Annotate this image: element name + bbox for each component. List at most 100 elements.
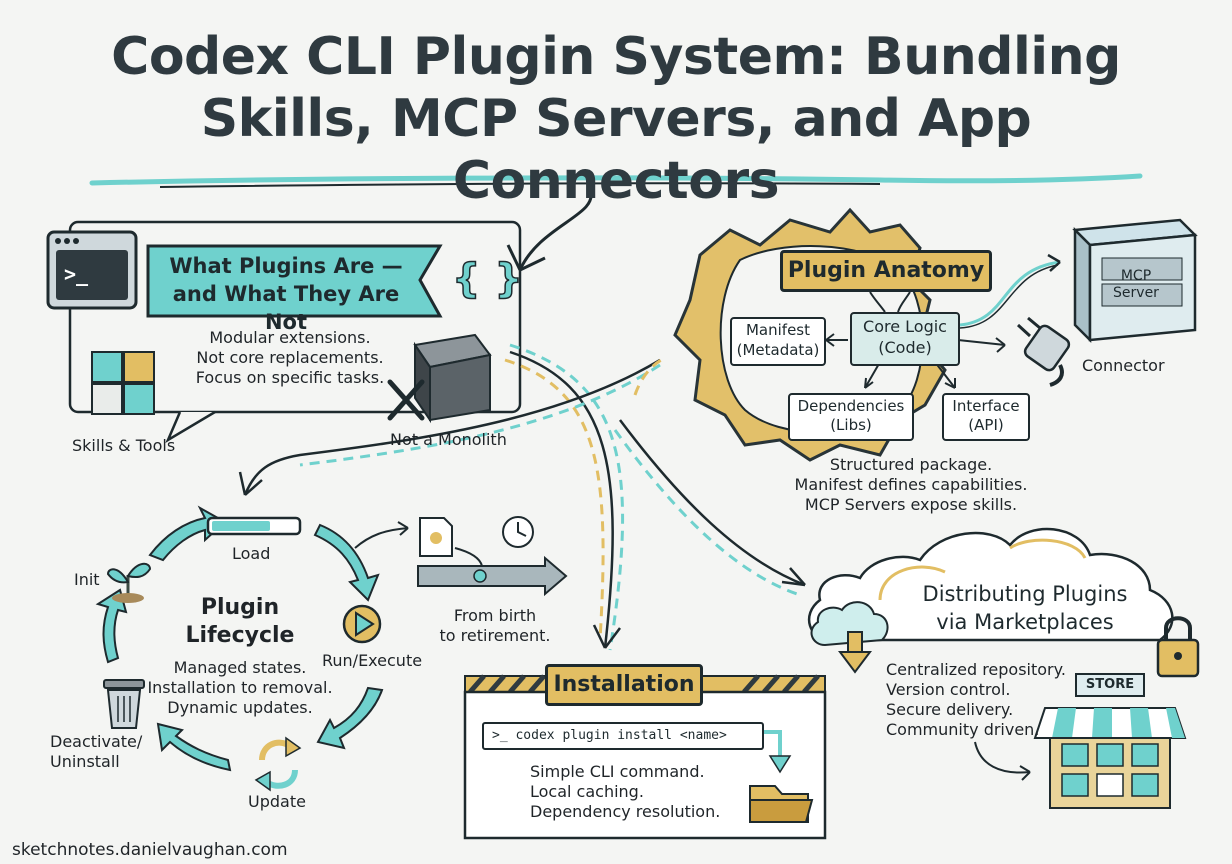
dependencies-line-1: Dependencies bbox=[797, 397, 905, 415]
install-command-field[interactable]: >_ codex plugin install <name> bbox=[482, 722, 764, 750]
core-logic-box: Core Logic (Code) bbox=[850, 312, 960, 366]
dependencies-line-2: (Libs) bbox=[830, 416, 872, 434]
heading-bubble bbox=[146, 244, 443, 318]
manifest-box: Manifest (Metadata) bbox=[730, 317, 826, 366]
title-line-1: Codex CLI Plugin System: Bundling bbox=[111, 27, 1121, 87]
padlock-icon bbox=[1156, 616, 1200, 678]
marketplace-desc-2: Version control. bbox=[886, 680, 1011, 699]
connector-label: Connector bbox=[1082, 356, 1165, 375]
marketplace-heading-line2: via Marketplaces bbox=[936, 610, 1114, 634]
update-icon bbox=[254, 736, 302, 792]
lifecycle-run: Run/Execute bbox=[322, 651, 423, 670]
installation-heading: Installation bbox=[545, 664, 703, 706]
lifecycle-update: Update bbox=[248, 792, 306, 811]
title-underline bbox=[89, 173, 1143, 186]
birth-line-2: to retirement. bbox=[439, 626, 551, 645]
page-title: Codex CLI Plugin System: Bundling Skills… bbox=[30, 26, 1202, 212]
marketplace-description: Centralized repository. Version control.… bbox=[886, 660, 1066, 740]
plug-icon bbox=[1016, 316, 1071, 387]
mcp-link bbox=[959, 260, 1061, 327]
manifest-line-2: (Metadata) bbox=[736, 341, 820, 359]
deactivate-line-1: Deactivate/ bbox=[50, 732, 143, 751]
title-to-center-arrow bbox=[506, 189, 593, 272]
deactivate-line-2: Uninstall bbox=[50, 752, 120, 771]
lifecycle-deactivate: Deactivate/ Uninstall bbox=[50, 732, 142, 772]
mcp-server-icon bbox=[1072, 218, 1198, 344]
lifecycle-desc-2: Installation to removal. bbox=[147, 678, 333, 697]
flow-to-lifecycle bbox=[243, 358, 661, 496]
anatomy-description: Structured package. Manifest defines cap… bbox=[776, 455, 1046, 515]
lifecycle-desc-3: Dynamic updates. bbox=[167, 698, 313, 717]
lifecycle-desc-1: Managed states. bbox=[173, 658, 307, 677]
puzzle-icon bbox=[91, 351, 155, 415]
cloud-icon bbox=[810, 601, 889, 647]
lifecycle-heading: Plugin Lifecycle bbox=[180, 594, 300, 650]
mcp-line-2: Server bbox=[1113, 285, 1159, 301]
anatomy-arrows bbox=[825, 291, 1006, 389]
marketplace-desc-4: Community driven. bbox=[886, 720, 1040, 739]
what-plugins-desc-2: Not core replacements. bbox=[196, 348, 384, 367]
terminal-glyph: >_ bbox=[64, 262, 89, 286]
marketplace-desc-1: Centralized repository. bbox=[886, 660, 1066, 679]
load-bar-icon bbox=[206, 516, 302, 536]
what-plugins-heading-line1: What Plugins Are — bbox=[169, 254, 403, 278]
skills-tools-label: Skills & Tools bbox=[72, 436, 176, 455]
lifecycle-heading-line1: Plugin bbox=[200, 595, 280, 620]
dependencies-box: Dependencies (Libs) bbox=[788, 393, 914, 441]
lifecycle-init: Init bbox=[74, 570, 100, 589]
lifecycle-heading-line2: Lifecycle bbox=[185, 623, 295, 648]
marketplace-desc-3: Secure delivery. bbox=[886, 700, 1014, 719]
installation-desc-1: Simple CLI command. bbox=[530, 762, 705, 781]
flow-path-gold bbox=[504, 358, 605, 641]
marketplace-heading: Distributing Plugins via Marketplaces bbox=[880, 580, 1170, 636]
anatomy-desc-2: Manifest defines capabilities. bbox=[794, 475, 1028, 494]
flow-path-teal bbox=[509, 343, 624, 651]
birth-line-1: From birth bbox=[453, 606, 537, 625]
marketplace-heading-line1: Distributing Plugins bbox=[922, 582, 1128, 606]
terminal-icon bbox=[46, 230, 138, 310]
anatomy-heading: Plugin Anatomy bbox=[780, 250, 992, 292]
what-plugins-panel bbox=[68, 220, 522, 414]
interface-line-2: (API) bbox=[968, 416, 1004, 434]
anatomy-desc-1: Structured package. bbox=[829, 455, 993, 474]
title-underline-dark bbox=[159, 182, 881, 188]
interface-line-1: Interface bbox=[952, 397, 1020, 415]
play-icon bbox=[342, 604, 382, 644]
manifest-line-1: Manifest bbox=[745, 321, 810, 339]
interface-box: Interface (API) bbox=[942, 393, 1030, 441]
title-line-2: Skills, MCP Servers, and App Connectors bbox=[200, 89, 1032, 211]
store-icon bbox=[1033, 673, 1187, 809]
flow-to-market bbox=[619, 419, 806, 587]
svg-text:{ }: { } bbox=[452, 256, 523, 302]
download-arrow-icon bbox=[838, 631, 872, 674]
anatomy-desc-3: MCP Servers expose skills. bbox=[804, 495, 1018, 514]
monolith-cube-icon bbox=[413, 333, 492, 424]
what-plugins-desc-3: Focus on specific tasks. bbox=[195, 368, 385, 387]
trash-icon bbox=[103, 679, 145, 729]
installation-description: Simple CLI command. Local caching. Depen… bbox=[530, 762, 720, 822]
seedling-icon bbox=[106, 562, 152, 603]
lifecycle-ring bbox=[95, 505, 384, 772]
installation-desc-2: Local caching. bbox=[530, 782, 644, 801]
braces-icon: { } bbox=[451, 255, 523, 303]
marketplace-cloud bbox=[808, 527, 1174, 642]
core-logic-line-2: (Code) bbox=[878, 338, 932, 357]
lifecycle-load: Load bbox=[232, 544, 271, 563]
cross-icon bbox=[387, 379, 425, 421]
birth-retirement-label: From birth to retirement. bbox=[420, 606, 570, 646]
flow-path-ink bbox=[509, 350, 614, 649]
core-logic-line-1: Core Logic bbox=[863, 317, 947, 336]
monolith-label: Not a Monolith bbox=[390, 430, 507, 449]
mcp-server-label: MCP Server bbox=[1098, 268, 1174, 302]
what-plugins-heading: What Plugins Are — and What They Are Not bbox=[150, 252, 422, 336]
lifecycle-timeline-icon bbox=[354, 516, 568, 597]
mcp-line-1: MCP bbox=[1120, 268, 1152, 284]
what-plugins-description: Modular extensions. Not core replacement… bbox=[180, 328, 400, 388]
lifecycle-description: Managed states. Installation to removal.… bbox=[140, 658, 340, 718]
folder-icon bbox=[749, 785, 814, 823]
what-plugins-heading-line2: and What They Are Not bbox=[172, 282, 400, 334]
footer-credit[interactable]: sketchnotes.danielvaughan.com bbox=[12, 840, 288, 860]
installation-desc-3: Dependency resolution. bbox=[530, 802, 721, 821]
what-plugins-desc-1: Modular extensions. bbox=[209, 328, 371, 347]
